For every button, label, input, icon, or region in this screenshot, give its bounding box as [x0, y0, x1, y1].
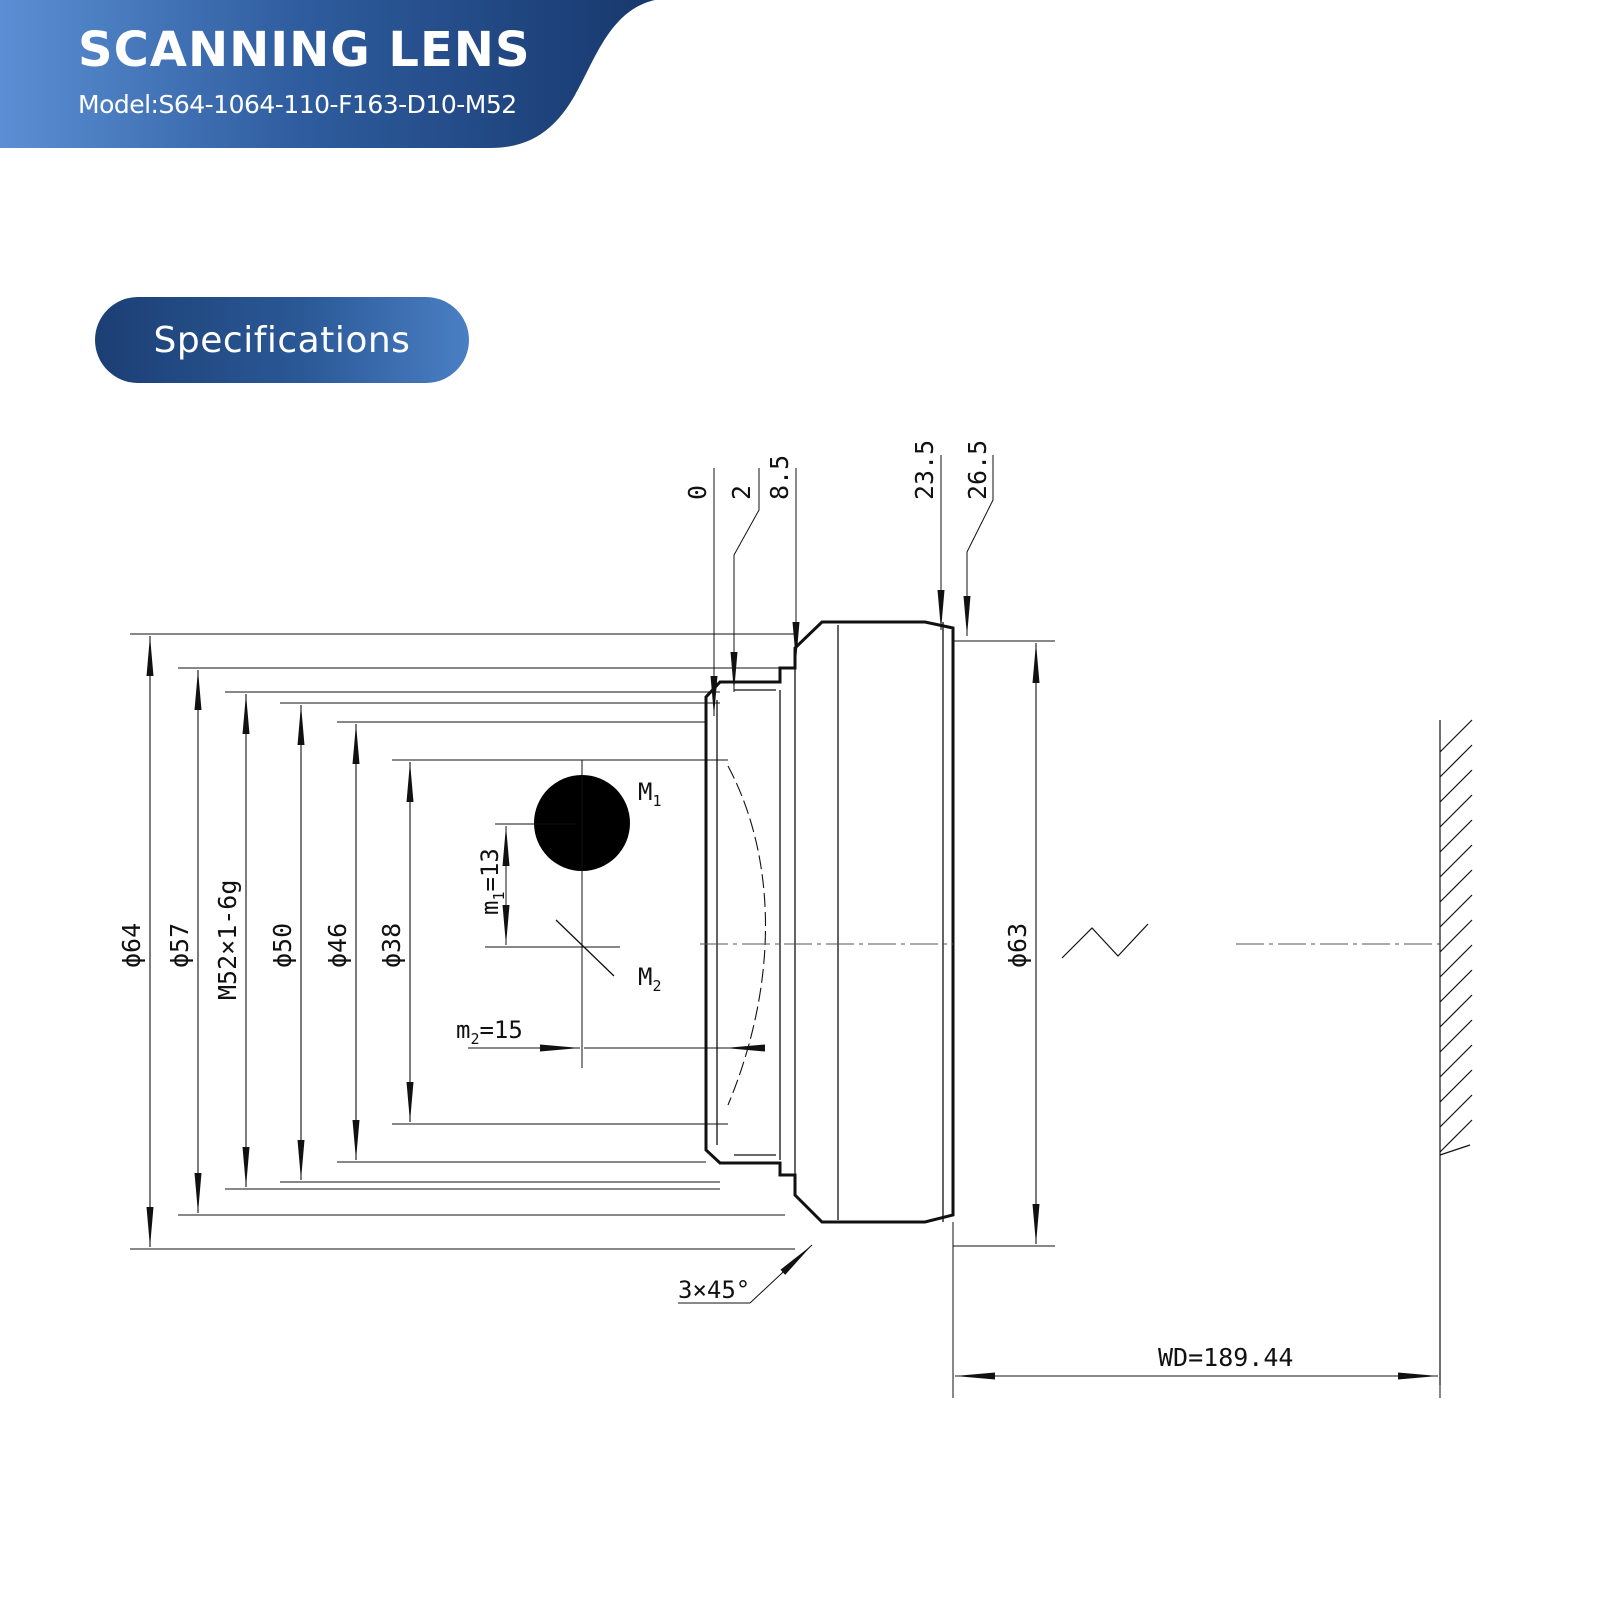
work-plane: [1439, 719, 1473, 1385]
diameter-label-57: ϕ57: [165, 923, 194, 968]
mirror-m2-symbol: [555, 919, 615, 977]
lens-surface-arc: [727, 765, 767, 1106]
axial-label-26-5: 26.5: [963, 440, 992, 500]
working-distance-dimension: [952, 1222, 1441, 1398]
banner-background: [0, 0, 655, 148]
break-symbol: [1061, 923, 1149, 959]
lens-body: [704, 620, 955, 1224]
axial-label-8-5: 8.5: [765, 455, 794, 500]
diameter-label-63: ϕ63: [1003, 923, 1032, 968]
lens-internal-lines: [716, 622, 944, 1222]
chamfer-leader: [749, 1244, 813, 1304]
working-distance-label: WD=189.44: [1158, 1343, 1293, 1372]
diameter-labels: ϕ64 ϕ57 M52×1-6g ϕ50 ϕ46 ϕ38 ϕ63: [117, 880, 1032, 1000]
mirror-m1-label: M1: [638, 778, 661, 810]
diameter-label-38: ϕ38: [377, 923, 406, 968]
diameter-extension-lines: [130, 633, 1055, 1250]
diameter-label-50: ϕ50: [268, 923, 297, 968]
diameter-dimension-lines: [146, 636, 1040, 1247]
mirror-m2-label: M2: [638, 963, 661, 995]
axial-label-0: 0: [683, 485, 712, 500]
diameter-label-m52: M52×1-6g: [213, 880, 242, 1000]
axial-position-leaders: [710, 455, 994, 716]
specifications-label: Specifications: [153, 319, 411, 361]
axial-label-2: 2: [727, 485, 756, 500]
chamfer-label: 3×45°: [678, 1276, 750, 1304]
m1-dimension: [485, 760, 620, 1068]
m1-label: m1=13: [476, 848, 508, 915]
axial-label-23-5: 23.5: [910, 440, 939, 500]
product-model: Model:S64-1064-110-F163-D10-M52: [78, 90, 517, 119]
specifications-pill: Specifications: [95, 297, 469, 383]
product-title: SCANNING LENS: [78, 22, 531, 78]
header-banner: SCANNING LENS Model:S64-1064-110-F163-D1…: [0, 0, 680, 150]
diameter-label-64: ϕ64: [117, 923, 146, 968]
diameter-label-46: ϕ46: [323, 923, 352, 968]
m2-label: m2=15: [456, 1016, 523, 1048]
axial-position-labels: 0 2 8.5 23.5 26.5: [683, 440, 992, 500]
